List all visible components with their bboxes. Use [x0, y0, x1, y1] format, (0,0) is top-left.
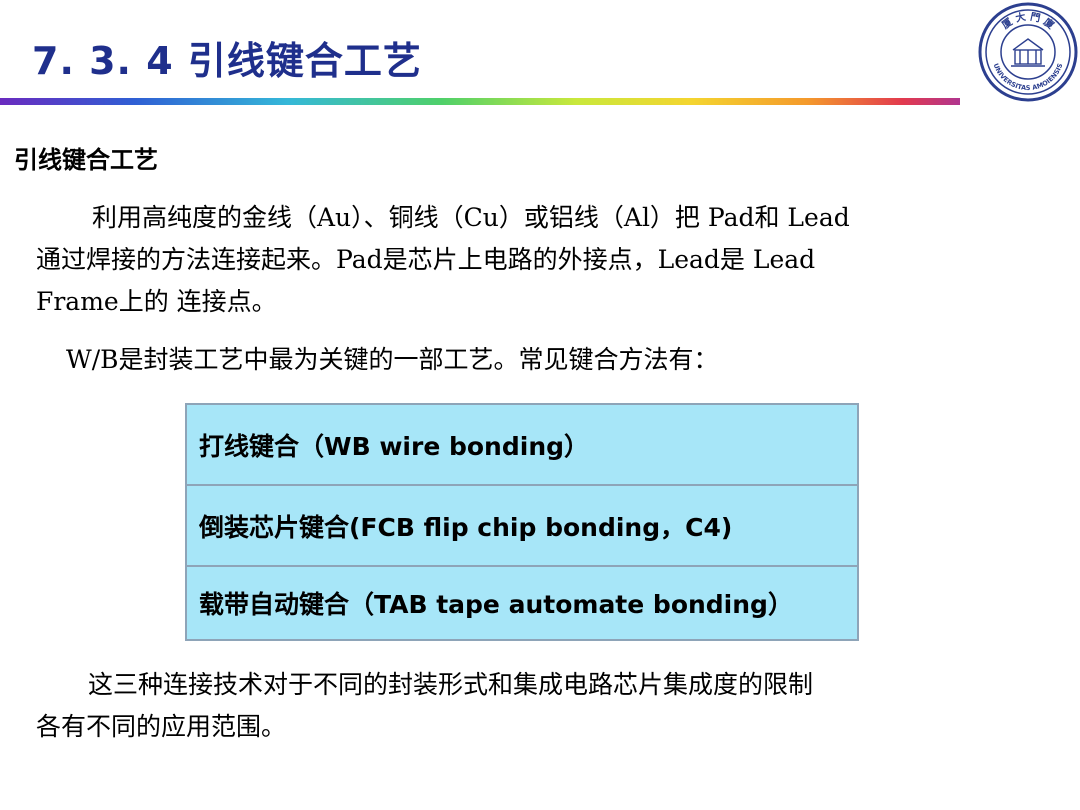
slide-title: 7. 3. 4 引线键合工艺: [32, 39, 422, 83]
university-seal-logo: 厦 大 門 廈 UNIVERSITAS AMOIENSIS: [978, 2, 1078, 102]
intro-line-3: Frame上的 连接点。: [36, 287, 277, 316]
methods-intro-line: W/B是封装工艺中最为关键的一部工艺。常见键合方法有：: [66, 345, 719, 374]
method-flip-chip-bonding: 倒装芯片键合(FCB flip chip bonding，C4): [187, 486, 857, 567]
intro-paragraph: 利用高纯度的金线（Au）、铜线（Cu）或铝线（Al）把 Pad和 Lead 通过…: [36, 197, 1006, 323]
rainbow-divider: [0, 98, 960, 105]
intro-line-2: 通过焊接的方法连接起来。Pad是芯片上电路的外接点，Lead是 Lead: [36, 245, 816, 274]
conclusion-line-2: 各有不同的应用范围。: [36, 712, 287, 741]
section-subheading: 引线键合工艺: [14, 146, 158, 174]
bonding-methods-table: 打线键合（WB wire bonding） 倒装芯片键合(FCB flip ch…: [185, 403, 859, 641]
methods-intro-paragraph: W/B是封装工艺中最为关键的一部工艺。常见键合方法有：: [66, 339, 1036, 381]
conclusion-line-1: 这三种连接技术对于不同的封装形式和集成电路芯片集成度的限制: [88, 670, 814, 699]
conclusion-paragraph: 这三种连接技术对于不同的封装形式和集成电路芯片集成度的限制 各有不同的应用范围。: [36, 664, 1006, 748]
seal-building-icon: [1011, 38, 1045, 67]
method-wire-bonding: 打线键合（WB wire bonding）: [187, 405, 857, 486]
intro-line-1: 利用高纯度的金线（Au）、铜线（Cu）或铝线（Al）把 Pad和 Lead: [92, 203, 850, 232]
method-tab-bonding: 载带自动键合（TAB tape automate bonding）: [199, 590, 793, 619]
